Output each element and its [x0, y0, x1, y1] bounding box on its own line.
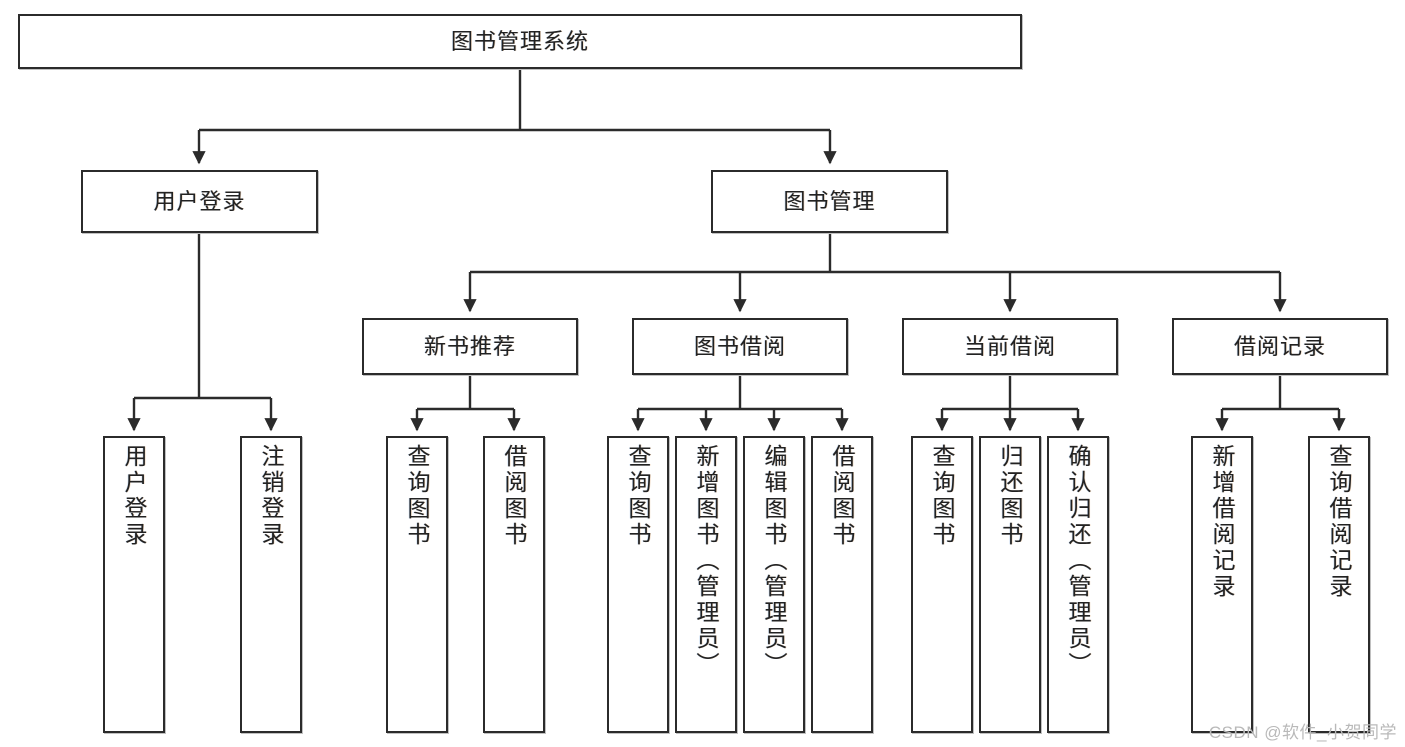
leaf-new-book-borrow[interactable]: 借阅图书: [483, 436, 545, 733]
leaf-book-borrow-edit[interactable]: 编辑图书（管理员）: [743, 436, 805, 733]
node-label: 查询图书: [625, 444, 652, 548]
node-label: 新增图书（管理员）: [693, 444, 720, 678]
node-label: 编辑图书（管理员）: [761, 444, 788, 678]
node-label: 查询借阅记录: [1326, 444, 1353, 600]
leaf-user-login-logout[interactable]: 注销登录: [240, 436, 302, 733]
node-label: 注销登录: [258, 444, 285, 548]
leaf-book-borrow-add[interactable]: 新增图书（管理员）: [675, 436, 737, 733]
node-label: 借阅图书: [829, 444, 856, 548]
node-label: 新增借阅记录: [1209, 444, 1236, 600]
node-label: 新书推荐: [423, 333, 516, 359]
node-label: 借阅记录: [1233, 333, 1326, 359]
node-label: 归还图书: [997, 444, 1024, 548]
leaf-current-borrow-query[interactable]: 查询图书: [911, 436, 973, 733]
leaf-current-borrow-confirm-return[interactable]: 确认归还（管理员）: [1047, 436, 1109, 733]
leaf-book-borrow-borrow[interactable]: 借阅图书: [811, 436, 873, 733]
node-current-borrow[interactable]: 当前借阅: [902, 318, 1118, 375]
leaf-new-book-query[interactable]: 查询图书: [386, 436, 448, 733]
leaf-current-borrow-return[interactable]: 归还图书: [979, 436, 1041, 733]
csdn-watermark: CSDN @软件_小贺同学: [1208, 723, 1397, 742]
node-new-book-recommend[interactable]: 新书推荐: [362, 318, 578, 375]
node-label: 用户登录: [121, 444, 148, 548]
node-book-management-system[interactable]: 图书管理系统: [18, 14, 1022, 69]
node-label: 查询图书: [404, 444, 431, 548]
node-book-management[interactable]: 图书管理: [711, 170, 948, 233]
node-label: 图书管理: [783, 188, 876, 214]
leaf-book-borrow-query[interactable]: 查询图书: [607, 436, 669, 733]
node-label: 查询图书: [929, 444, 956, 548]
node-label: 图书管理系统: [450, 28, 589, 54]
leaf-borrow-record-add[interactable]: 新增借阅记录: [1191, 436, 1253, 733]
node-user-login[interactable]: 用户登录: [81, 170, 318, 233]
node-label: 图书借阅: [693, 333, 786, 359]
node-book-borrow[interactable]: 图书借阅: [632, 318, 848, 375]
node-label: 用户登录: [153, 188, 246, 214]
node-label: 当前借阅: [963, 333, 1056, 359]
leaf-borrow-record-query[interactable]: 查询借阅记录: [1308, 436, 1370, 733]
node-label: 确认归还（管理员）: [1065, 444, 1092, 678]
node-label: 借阅图书: [501, 444, 528, 548]
leaf-user-login-login[interactable]: 用户登录: [103, 436, 165, 733]
node-borrow-record[interactable]: 借阅记录: [1172, 318, 1388, 375]
